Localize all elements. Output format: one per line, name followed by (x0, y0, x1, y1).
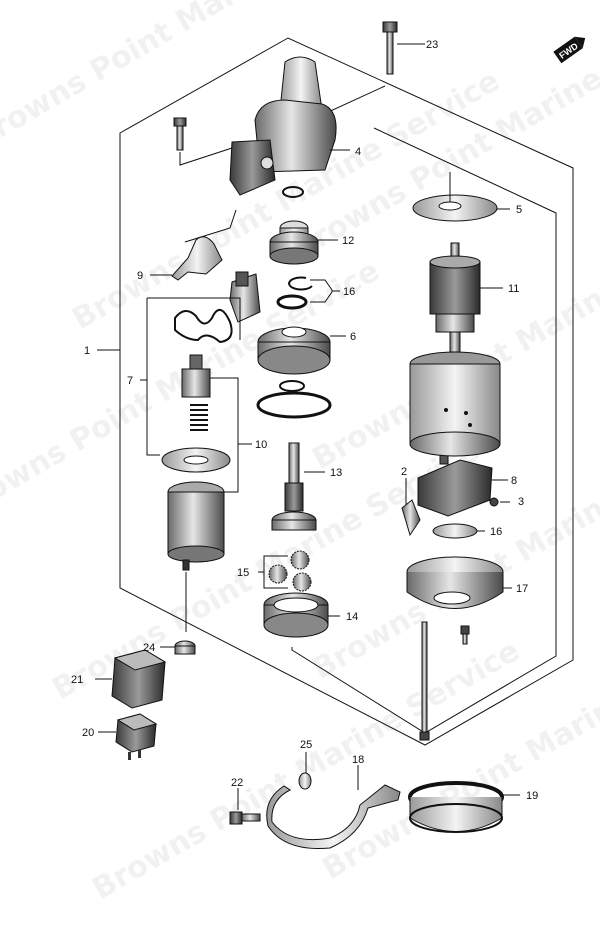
armature-11 (429, 242, 481, 353)
callout-13: 13 (330, 467, 342, 479)
fwd-badge: FWD (553, 36, 586, 64)
callout-3: 3 (518, 496, 524, 508)
assembly-frame (119, 37, 574, 746)
callout-17: 17 (516, 583, 528, 595)
callout-11: 11 (508, 283, 519, 295)
callout-6: 6 (350, 331, 356, 343)
ring-plate (256, 391, 332, 419)
gasket-7 (174, 309, 233, 344)
callout-16-upper: 16 (343, 286, 355, 298)
callout-9: 9 (137, 270, 143, 282)
callout-labels: 1 2 3 4 5 6 7 8 9 10 11 12 13 14 15 16 1… (71, 39, 538, 802)
callout-21: 21 (71, 674, 83, 686)
screw-3 (489, 497, 499, 507)
small-bolt-right (460, 625, 470, 645)
clip-16 (276, 276, 313, 310)
callout-8: 8 (511, 475, 517, 487)
callout-14: 14 (346, 611, 358, 623)
callout-15: 15 (237, 567, 249, 579)
callout-22: 22 (231, 777, 243, 789)
callout-2: 2 (401, 466, 407, 478)
pinion-12 (269, 220, 319, 265)
gears-15 (268, 550, 312, 592)
brush-holder-8 (401, 451, 493, 537)
bolt-22 (229, 811, 261, 825)
callout-20: 20 (82, 727, 94, 739)
bolt-23 (382, 21, 398, 75)
callout-24: 24 (143, 642, 155, 654)
callout-1: 1 (84, 345, 90, 357)
callout-4: 4 (355, 146, 361, 158)
callout-10: 10 (255, 439, 267, 451)
shaft-13 (271, 442, 317, 531)
callout-18: 18 (352, 754, 364, 766)
clamp-19 (408, 781, 504, 833)
bolt-small (173, 117, 187, 151)
plate-5 (412, 194, 498, 222)
o-ring (282, 186, 304, 198)
watermark-text: Browns Point Marine Service (0, 0, 406, 157)
end-cap-17 (406, 556, 504, 609)
yoke (409, 351, 501, 457)
washer-25 (298, 772, 312, 790)
relay-20 (115, 713, 158, 760)
washer-16 (432, 523, 478, 539)
plunger-10 (161, 354, 231, 473)
ring-gear-14 (263, 592, 329, 638)
callout-12: 12 (342, 235, 354, 247)
callout-19: 19 (526, 790, 538, 802)
through-bolt (419, 621, 430, 741)
bracket-block (229, 271, 261, 323)
callout-5: 5 (516, 204, 522, 216)
callout-16-lower: 16 (490, 526, 502, 538)
inner-frame (291, 127, 557, 734)
callout-23: 23 (426, 39, 438, 51)
motor-body (167, 481, 225, 571)
callout-25: 25 (300, 739, 312, 751)
band-18 (266, 784, 401, 850)
o-ring-2 (279, 380, 305, 392)
holder-6 (257, 326, 331, 375)
relay-21 (111, 649, 167, 709)
callout-7: 7 (127, 375, 133, 387)
housing-4 (229, 56, 337, 196)
nut-24 (174, 640, 196, 655)
